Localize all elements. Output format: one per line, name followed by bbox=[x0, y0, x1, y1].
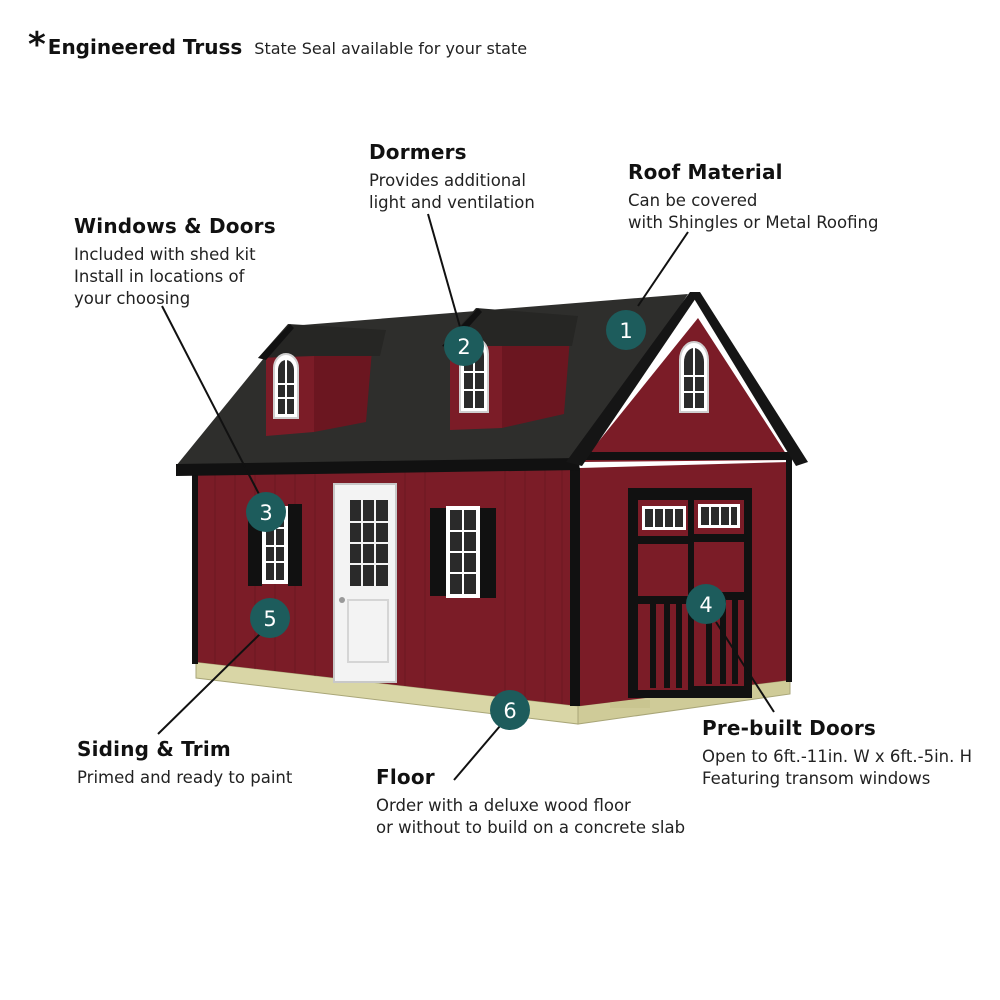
side-wall-boards bbox=[214, 469, 563, 704]
roof-rake bbox=[566, 292, 700, 466]
marker-label: 3 bbox=[259, 501, 272, 525]
gable-window bbox=[679, 341, 709, 413]
callout-line: Install in locations of bbox=[74, 267, 245, 286]
marker-label: 2 bbox=[457, 335, 470, 359]
marker-roof: 1 bbox=[606, 310, 646, 350]
callout-heading: Roof Material bbox=[628, 160, 783, 184]
corner-trim bbox=[192, 474, 198, 664]
callout-line: Can be covered bbox=[628, 191, 758, 210]
callout-line: Primed and ready to paint bbox=[77, 768, 293, 787]
callout-line: Order with a deluxe wood floor bbox=[376, 796, 631, 815]
dormer-left bbox=[258, 324, 386, 436]
callout-line: your choosing bbox=[74, 289, 191, 308]
asterisk: * bbox=[28, 25, 46, 65]
callout-heading: Windows & Doors bbox=[74, 214, 276, 238]
callout-windows: Windows & Doors Included with shed kit I… bbox=[74, 214, 276, 310]
leader-line-dormers bbox=[427, 213, 463, 335]
corner-trim bbox=[570, 468, 580, 706]
callout-roof: Roof Material Can be covered with Shingl… bbox=[628, 160, 878, 234]
callout-heading: Siding & Trim bbox=[77, 737, 231, 761]
leader-line-doors bbox=[715, 621, 775, 713]
callout-line: light and ventilation bbox=[369, 193, 535, 212]
pre-built-doors bbox=[628, 488, 752, 698]
page-title: Engineered Truss bbox=[47, 35, 243, 59]
callout-floor: Floor Order with a deluxe wood floor or … bbox=[376, 765, 685, 839]
marker-label: 5 bbox=[263, 607, 276, 631]
callout-heading: Dormers bbox=[369, 140, 467, 164]
callout-line: Open to 6ft.-11in. W x 6ft.-5in. H bbox=[702, 747, 973, 766]
callout-line: Featuring transom windows bbox=[702, 769, 931, 788]
roof-rake bbox=[690, 292, 808, 466]
callout-siding: Siding & Trim Primed and ready to paint bbox=[77, 737, 292, 789]
floor-skid bbox=[610, 700, 650, 708]
callout-line: or without to build on a concrete slab bbox=[376, 818, 686, 837]
entry-door bbox=[333, 483, 397, 683]
leader-lines bbox=[157, 213, 775, 781]
callout-line: Provides additional bbox=[369, 171, 526, 190]
callout-heading: Floor bbox=[376, 765, 435, 789]
marker-label: 1 bbox=[619, 319, 632, 343]
header: * Engineered Truss State Seal available … bbox=[28, 25, 528, 65]
marker-windows: 3 bbox=[246, 492, 286, 532]
gable-band bbox=[580, 452, 792, 460]
page-subtitle: State Seal available for your state bbox=[254, 39, 528, 58]
marker-label: 4 bbox=[699, 593, 712, 617]
leader-line-roof bbox=[637, 231, 689, 307]
marker-doors: 4 bbox=[686, 584, 726, 624]
marker-label: 6 bbox=[503, 699, 516, 723]
marker-floor: 6 bbox=[490, 690, 530, 730]
callout-line: Included with shed kit bbox=[74, 245, 256, 264]
leader-line-windows bbox=[161, 305, 263, 501]
marker-siding: 5 bbox=[250, 598, 290, 638]
callout-heading: Pre-built Doors bbox=[702, 716, 877, 740]
callout-doors: Pre-built Doors Open to 6ft.-11in. W x 6… bbox=[702, 716, 972, 790]
callout-dormers: Dormers Provides additional light and ve… bbox=[369, 140, 535, 214]
corner-trim bbox=[786, 460, 792, 682]
side-window-middle bbox=[430, 506, 496, 598]
leader-line-siding bbox=[157, 631, 263, 735]
marker-dormers: 2 bbox=[444, 326, 484, 366]
callout-line: with Shingles or Metal Roofing bbox=[628, 213, 879, 232]
leader-line-floor bbox=[453, 725, 501, 781]
roof-edge bbox=[176, 458, 580, 476]
